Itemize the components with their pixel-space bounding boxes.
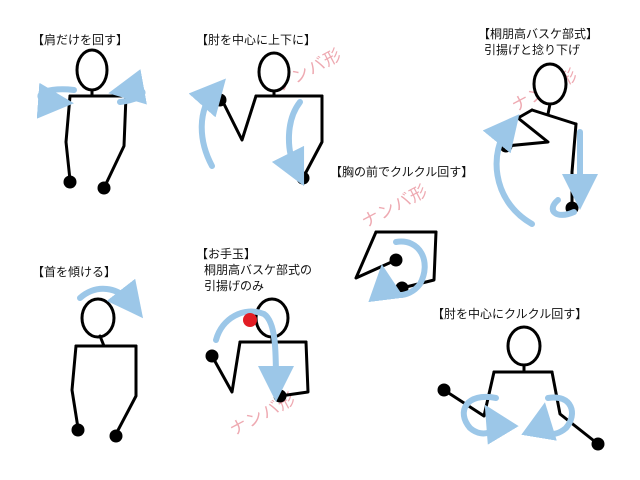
- caption-elbow-updown: 【肘を中心に上下に】: [196, 33, 317, 47]
- figure-elbow-updown: [213, 51, 324, 185]
- arrow-neck-tilt: [77, 278, 144, 319]
- arrow-chest-circle: [368, 238, 428, 303]
- caption-shoulder-roll: 【肩だけを回す】: [32, 33, 129, 47]
- caption-elbow-circle: 【肘を中心にクルクル回す】: [432, 307, 588, 321]
- figure-toin-lift: [499, 62, 579, 215]
- caption-otedama-sub2: 引揚げのみ: [204, 279, 265, 293]
- figure-shoulder-roll: [63, 48, 128, 195]
- caption-toin-lift-title: 【桐朋高バスケ部式】: [478, 27, 599, 41]
- caption-neck-tilt: 【首を傾ける】: [32, 265, 117, 279]
- caption-otedama-title: 【お手玉】: [196, 247, 257, 261]
- arrow-elbow-updown: [188, 78, 305, 187]
- arrow-elbow-circle: [460, 393, 575, 445]
- caption-chest-circle: 【胸の前でクルクル回す】: [330, 165, 474, 179]
- caption-otedama-sub1: 桐朋高バスケ部式の: [204, 263, 313, 277]
- figure-neck-tilt: [70, 297, 138, 443]
- arrow-otedama: [213, 308, 294, 402]
- figure-elbow-circle: [437, 325, 605, 451]
- arrow-toin-lift: [482, 114, 598, 227]
- arrow-shoulder-roll: [36, 69, 147, 119]
- otedama-ball: [243, 313, 257, 327]
- caption-toin-lift-sub: 引揚げと捻り下げ: [484, 43, 581, 57]
